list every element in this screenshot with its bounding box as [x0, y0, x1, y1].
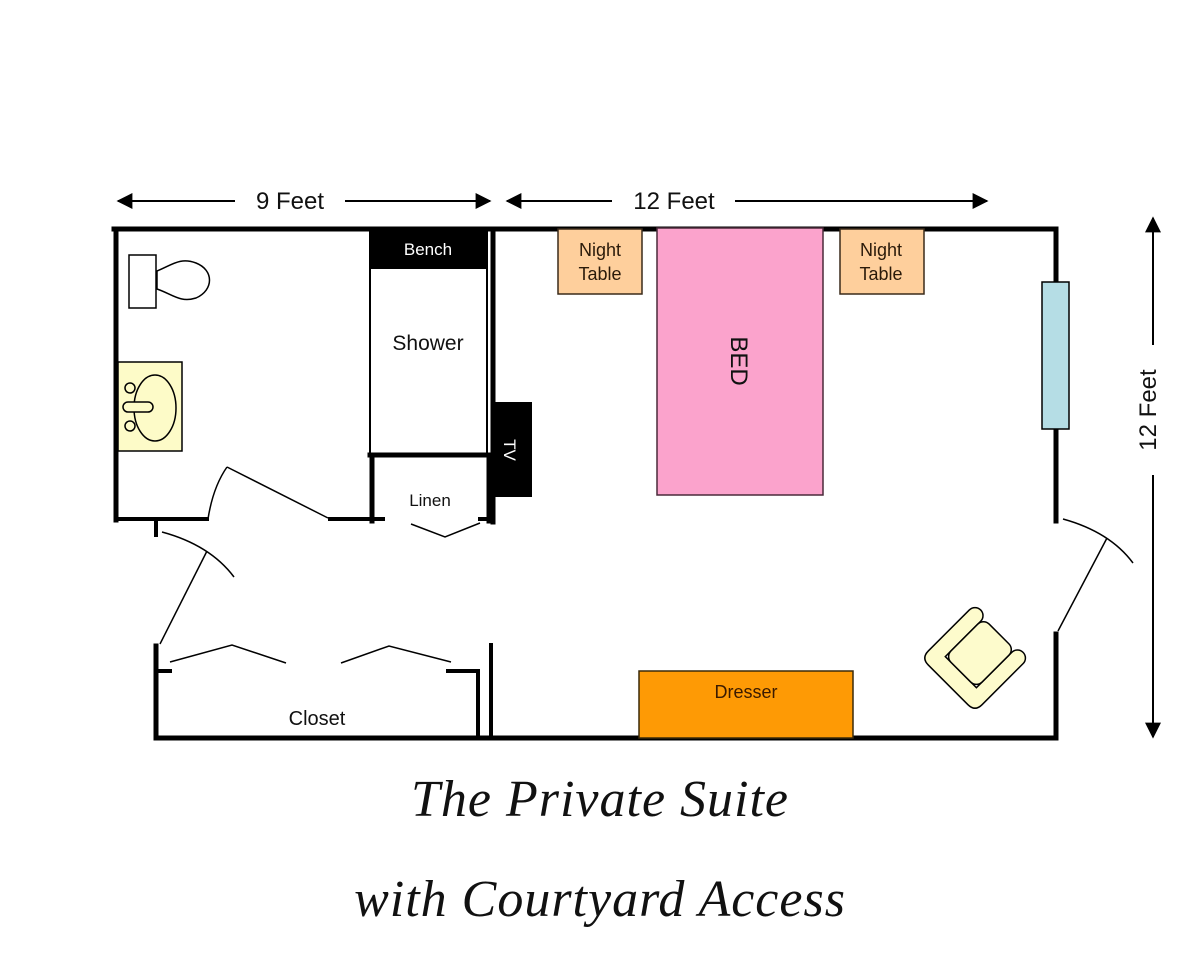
svg-text:TV: TV [500, 439, 519, 461]
bath-width-label: 9 Feet [256, 188, 324, 215]
svg-text:Table: Table [859, 264, 902, 284]
doors [159, 466, 1134, 664]
dresser: Dresser [638, 670, 854, 739]
svg-text:Night: Night [579, 240, 621, 260]
svg-text:Night: Night [860, 240, 902, 260]
title-line-2: with Courtyard Access [354, 871, 846, 928]
room-width-label: 12 Feet [633, 188, 715, 215]
toilet-icon [128, 254, 211, 309]
svg-text:Table: Table [578, 264, 621, 284]
window [1041, 281, 1070, 430]
svg-text:Bench: Bench [404, 240, 452, 259]
dimension-room-depth: 12 Feet [1135, 216, 1162, 739]
bed: BED [656, 227, 824, 496]
shower-label: Shower [392, 332, 463, 355]
sink-icon [117, 361, 183, 452]
title-line-1: The Private Suite [410, 771, 790, 828]
svg-text:Dresser: Dresser [714, 682, 777, 702]
svg-text:BED: BED [725, 336, 752, 385]
closet-label: Closet [289, 708, 346, 730]
walls [111, 226, 1059, 741]
night-table-left: Night Table [557, 228, 643, 295]
linen-label: Linen [409, 491, 451, 510]
room-depth-label: 12 Feet [1135, 369, 1162, 451]
dimension-bath-width: 9 Feet [116, 188, 492, 215]
night-table-right: Night Table [839, 228, 925, 295]
dimension-room-width: 12 Feet [505, 188, 989, 215]
armchair-icon [924, 606, 1027, 709]
bench: Bench [370, 229, 487, 269]
tv: TV [493, 402, 532, 497]
